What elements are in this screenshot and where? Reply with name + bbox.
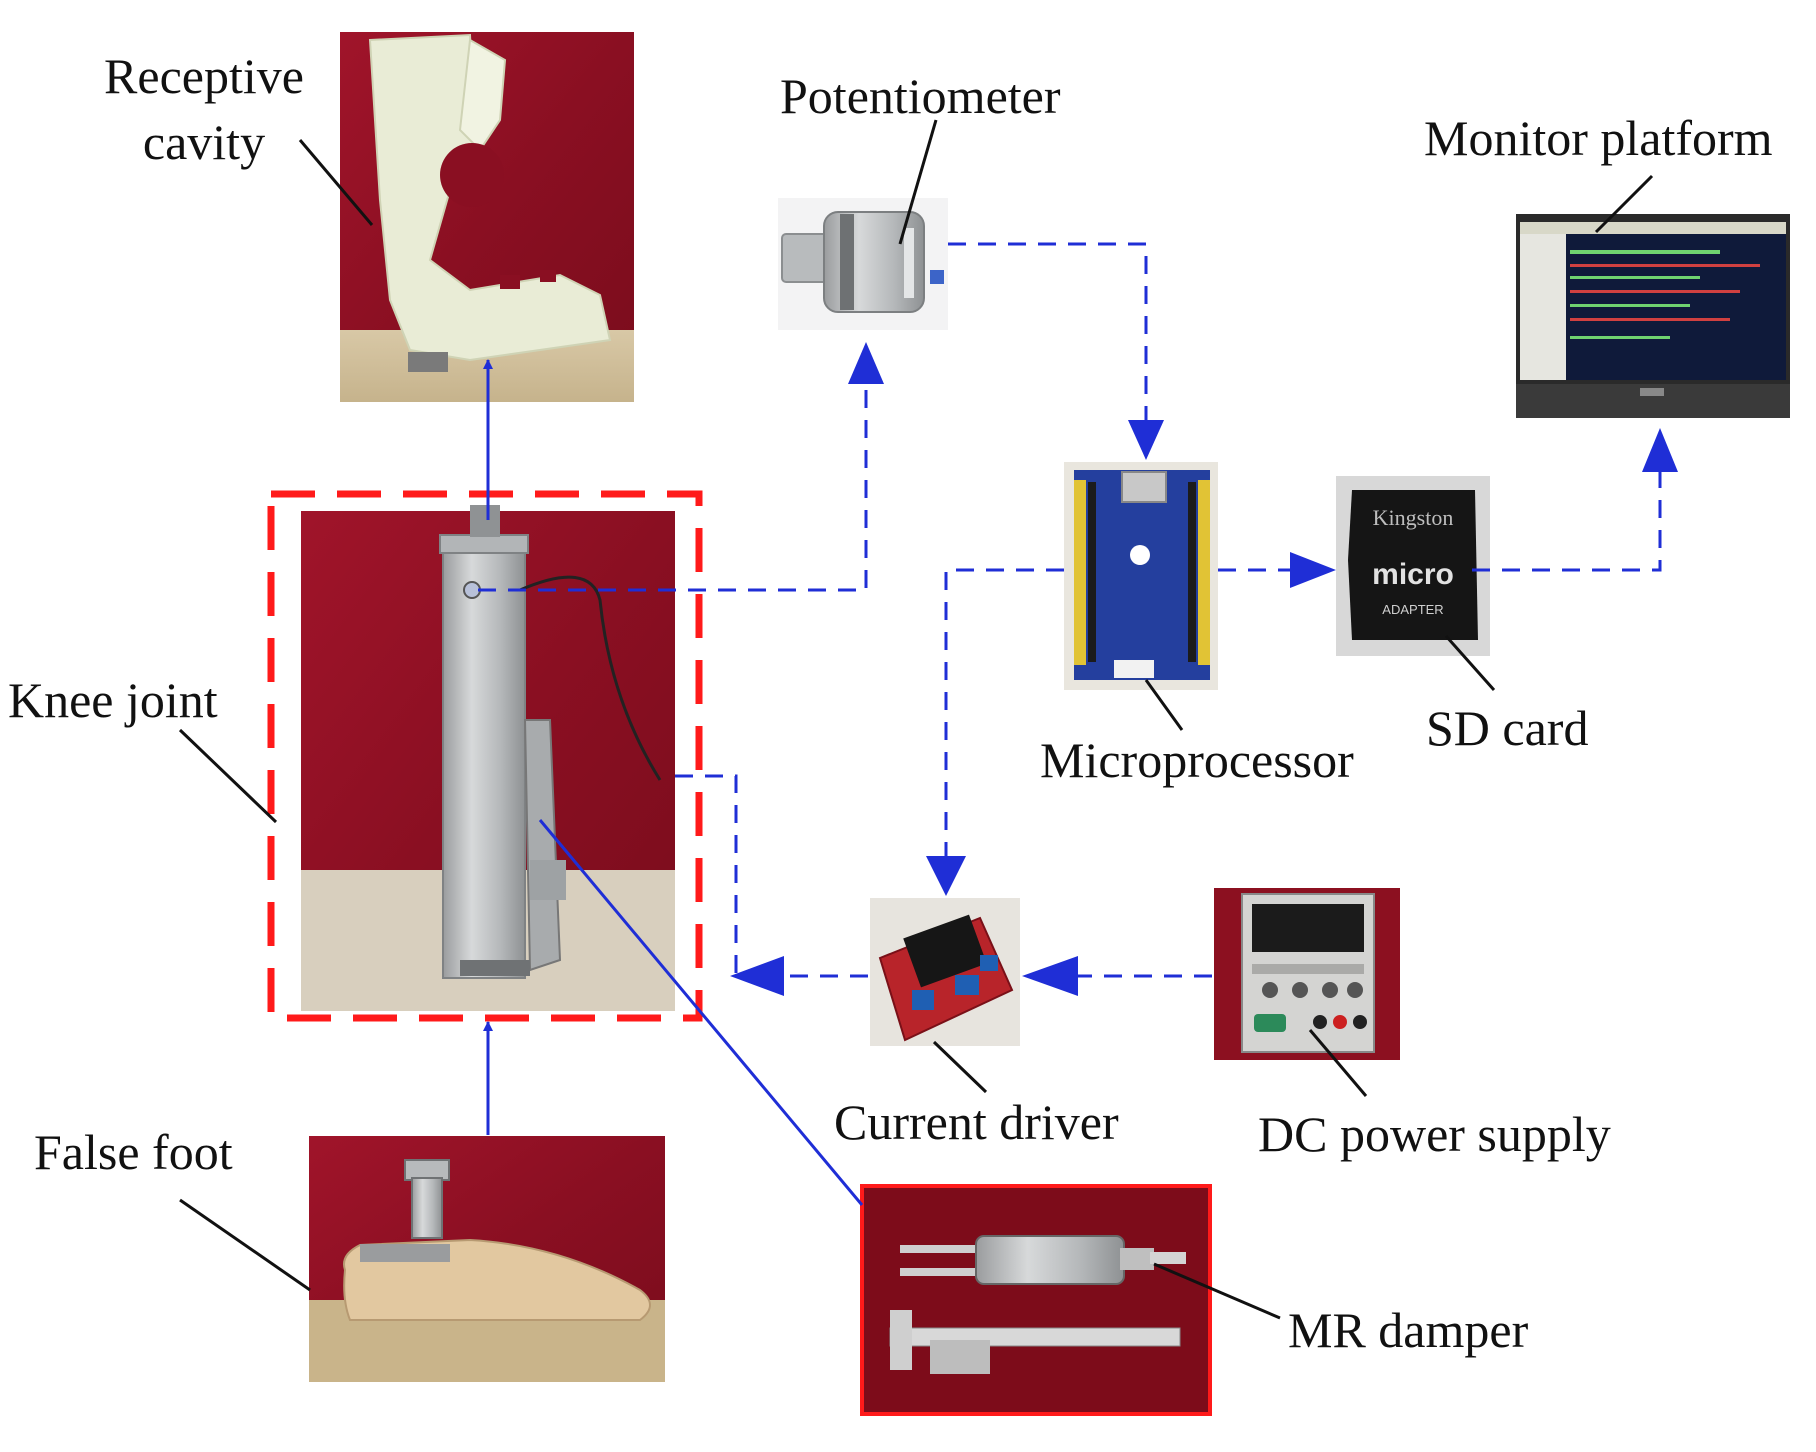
- knee-joint-photo: [301, 505, 675, 1011]
- knee-to-potentiometer-link: [478, 355, 868, 592]
- monitor-platform-leader: [1594, 174, 1654, 234]
- potentiometer-arrowhead: [848, 342, 884, 384]
- potentiometer-label: Potentiometer: [780, 68, 1061, 124]
- receptive-cavity-label-line2: cavity: [142, 114, 266, 170]
- potentiometer-leader: [898, 119, 938, 245]
- sd-brand-text: Kingston: [1373, 505, 1454, 530]
- sd-arrowhead: [1290, 552, 1336, 588]
- false-foot-photo: [309, 1136, 665, 1382]
- dc-power-supply-photo: [1214, 888, 1400, 1060]
- mr-damper-label: MR damper: [1288, 1302, 1529, 1358]
- receptive-cavity-label-line1: Receptive: [104, 48, 304, 104]
- knee-output-link: [675, 774, 738, 976]
- microprocessor-arrowhead: [1128, 420, 1164, 460]
- knee-joint-label: Knee joint: [8, 672, 218, 728]
- driver-arrowhead: [926, 856, 966, 896]
- monitor-platform-label: Monitor platform: [1424, 110, 1773, 166]
- driver-to-knee-arrowhead: [730, 956, 784, 996]
- potentiometer-to-microprocessor-link: [948, 242, 1148, 440]
- dc-power-supply-leader: [1308, 1029, 1368, 1097]
- microprocessor-leader: [1144, 679, 1184, 731]
- knee-joint-leader: [178, 728, 278, 824]
- false-foot-leader: [179, 1198, 311, 1292]
- monitor-platform-photo: [1516, 214, 1790, 418]
- sd-card-photo: Kingston micro ADAPTER: [1336, 476, 1490, 656]
- microprocessor-photo: [1064, 462, 1218, 690]
- sd-adapter-text: ADAPTER: [1382, 602, 1443, 617]
- receptive-cavity-leader: [298, 139, 374, 226]
- receptive-cavity-photo: [340, 32, 634, 402]
- knee-to-damper-line: [538, 819, 864, 1206]
- current-driver-label: Current driver: [834, 1094, 1119, 1150]
- sd-to-monitor-link: [1472, 448, 1662, 572]
- current-driver-photo: [870, 898, 1020, 1046]
- mr-damper-leader: [1153, 1262, 1281, 1320]
- sd-card-leader: [1444, 635, 1496, 691]
- mr-damper-photo: [860, 1184, 1212, 1416]
- false-foot-label: False foot: [34, 1124, 233, 1180]
- power-to-driver-arrowhead: [1022, 956, 1078, 996]
- sd-micro-text: micro: [1372, 558, 1454, 591]
- dc-power-supply-label: DC power supply: [1258, 1106, 1611, 1162]
- sd-card-label: SD card: [1426, 700, 1589, 756]
- monitor-arrowhead: [1642, 428, 1678, 472]
- current-driver-leader: [932, 1040, 988, 1094]
- microprocessor-label: Microprocessor: [1040, 732, 1354, 788]
- microprocessor-to-driver-link: [944, 568, 1064, 868]
- potentiometer-photo: [778, 198, 948, 330]
- knee-joint-highlight-frame: [267, 490, 703, 1022]
